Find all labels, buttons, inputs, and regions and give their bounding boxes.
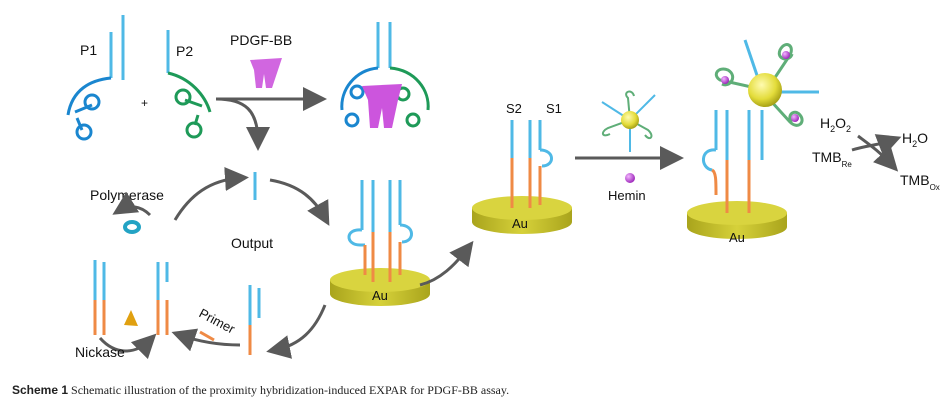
figure-caption: Scheme 1 Schematic illustration of the p… [12,383,509,398]
caption-label: Scheme 1 [12,383,69,397]
hemin-icon [625,173,635,183]
output-release-arrow [215,97,270,151]
svg-text:H2O2: H2O2 [820,115,851,134]
polymerase-arrow [112,191,152,217]
nickase-arrow [98,333,157,360]
duplex-left [93,260,106,335]
label-polymerase: Polymerase [90,187,164,203]
svg-text:TMBRe: TMBRe [812,149,852,169]
cycle-arrow-3 [171,328,241,352]
nickase-icon [124,310,138,326]
pdgf-protein-icon [250,58,282,88]
dnazyme-nanoparticle-probe [601,90,656,152]
plus-sign: + [141,96,148,110]
svg-text:H2O: H2O [902,130,928,149]
label-s2: S2 [506,101,522,116]
au-electrode-3: Au [687,39,819,245]
scheme-diagram: P1 + P2 PDGF-BB Output Polymerase [66,15,940,360]
au-electrode-1: Au [330,180,430,306]
polymerase-icon [123,220,141,234]
au-electrode-2: Au [472,120,572,234]
label-s1: S1 [546,101,562,116]
tmb-reduced-label: TMBRe [812,149,852,169]
cycle-arrow-4 [266,304,327,359]
label-au-1: Au [372,288,388,303]
label-pdgf-bb: PDGF-BB [230,32,292,48]
label-nickase: Nickase [75,344,125,360]
primer-bound-strand [248,285,261,355]
transfer-arrow [419,240,474,287]
tmb-oxidized-label: TMBOx [900,172,940,192]
h2o-label: H2O [902,130,928,149]
label-p2: P2 [176,43,193,59]
label-hemin: Hemin [608,188,646,203]
cycle-arrow-2 [269,178,330,226]
h2o2-label: H2O2 [820,115,851,134]
cycle-arrow-1 [173,167,249,221]
probe-protein-complex [340,22,430,128]
probe-p1 [66,15,125,141]
label-output: Output [231,235,273,251]
svg-text:TMBOx: TMBOx [900,172,940,192]
label-au-2: Au [512,216,528,231]
caption-text: Schematic illustration of the proximity … [71,383,510,397]
reduction-arrow [851,134,902,157]
primer-strand [199,330,215,342]
label-p1: P1 [80,42,97,58]
probe-p2 [166,30,212,139]
oxidation-arrow [857,134,899,172]
label-au-3: Au [729,230,745,245]
duplex-right [156,262,169,335]
